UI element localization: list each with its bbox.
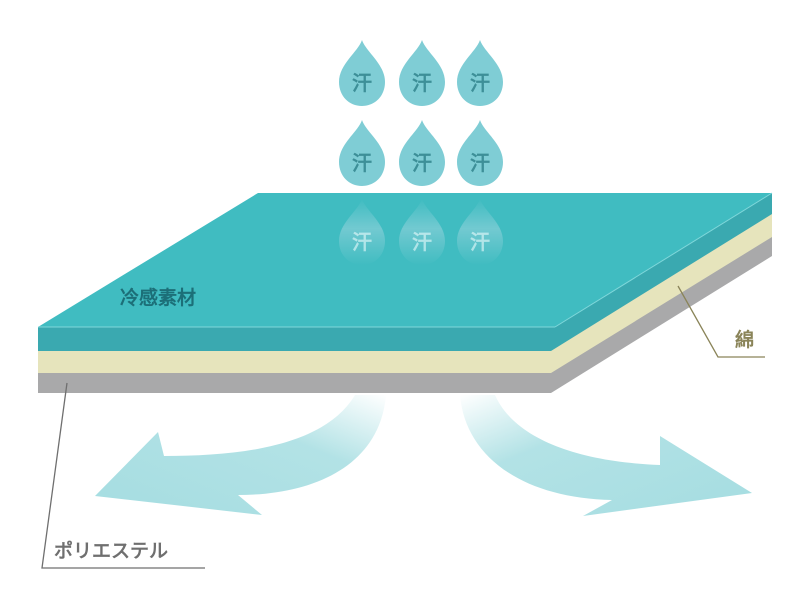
sweat-label: 汗 — [412, 230, 432, 254]
layer-labels: 冷感素材 綿 ポリエステル — [41, 285, 765, 569]
sweat-drop: 汗 — [339, 120, 385, 186]
cotton-label: 綿 — [735, 328, 754, 351]
polyester-leader-line — [41, 382, 205, 569]
drop-icon — [399, 199, 445, 265]
sweat-label: 汗 — [412, 151, 432, 175]
sweat-drop-faded: 汗 — [457, 199, 503, 265]
sweat-drop: 汗 — [457, 120, 503, 186]
sweat-label: 汗 — [470, 71, 490, 95]
sweat-label: 汗 — [412, 71, 432, 95]
drop-icon — [399, 120, 445, 186]
sweat-drop: 汗 — [399, 120, 445, 186]
sweat-drop-faded: 汗 — [339, 199, 385, 265]
sweat-drop: 汗 — [339, 40, 385, 106]
cool-material-edge-highlight-right — [554, 192, 773, 328]
polyester-layer — [38, 236, 772, 393]
cool-material-label: 冷感素材 — [120, 286, 196, 309]
polyester-label: ポリエステル — [54, 539, 168, 562]
cotton-leader-line — [677, 285, 765, 358]
sweat-label: 汗 — [470, 230, 490, 254]
drop-icon — [457, 199, 503, 265]
airflow-arrows — [95, 395, 752, 516]
drop-icon — [457, 120, 503, 186]
airflow-arrow-right — [460, 395, 752, 516]
sweat-drops: 汗汗汗汗汗汗汗汗汗 — [339, 40, 503, 265]
sweat-drop: 汗 — [399, 40, 445, 106]
sweat-label: 汗 — [352, 230, 372, 254]
sweat-drop: 汗 — [457, 40, 503, 106]
fabric-stack — [38, 192, 773, 393]
airflow-arrow-left — [95, 395, 386, 515]
cotton-layer — [38, 213, 772, 373]
drop-icon — [339, 120, 385, 186]
drop-icon — [399, 40, 445, 106]
drop-icon — [339, 40, 385, 106]
cool-material-top — [38, 193, 772, 327]
drop-icon — [339, 199, 385, 265]
sweat-label: 汗 — [352, 71, 372, 95]
sweat-label: 汗 — [470, 151, 490, 175]
sweat-label: 汗 — [352, 151, 372, 175]
sweat-drop-faded: 汗 — [399, 199, 445, 265]
drop-icon — [457, 40, 503, 106]
cool-material-side — [38, 193, 772, 351]
